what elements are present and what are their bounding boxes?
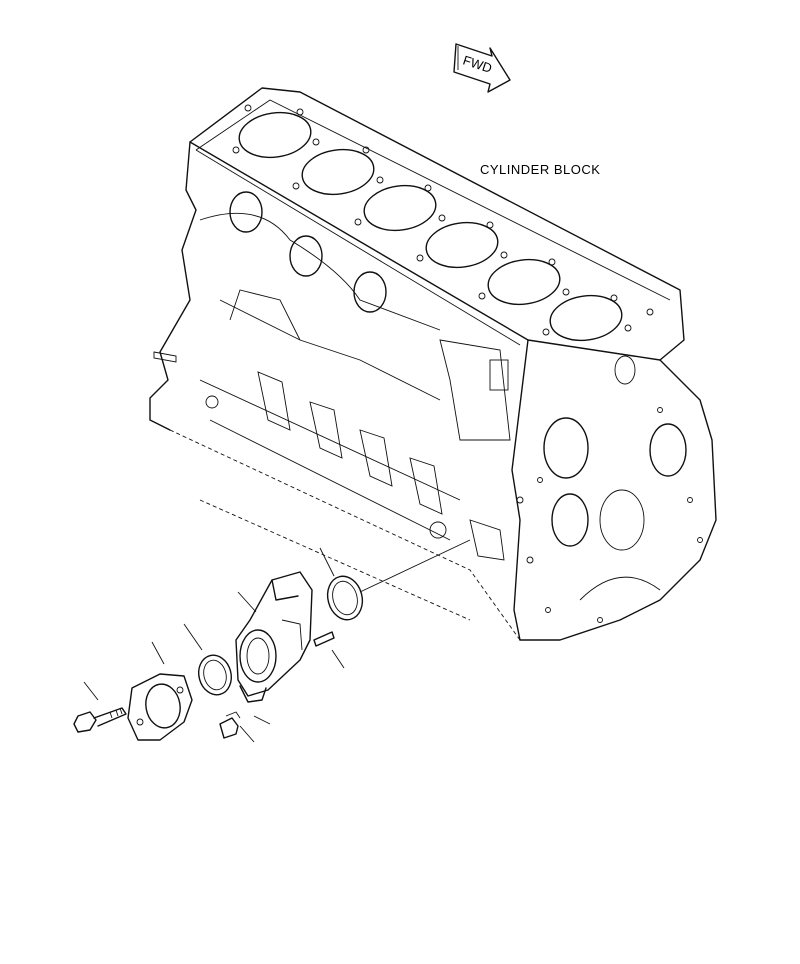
gasket-large (326, 575, 364, 621)
leader-lines (83, 547, 345, 743)
plug-bolt (219, 711, 241, 739)
fwd-arrow-icon: FWD (453, 43, 511, 93)
alignment-line (359, 539, 471, 593)
dowel-pin (313, 631, 335, 647)
cylinder-block (149, 87, 717, 641)
cylinder-block-label: CYLINDER BLOCK (480, 162, 600, 177)
o-ring (198, 654, 232, 696)
thermostat-housing (235, 571, 313, 703)
water-outlet-cover (127, 673, 193, 741)
hex-bolt (73, 707, 127, 733)
fwd-label: FWD (461, 52, 494, 75)
